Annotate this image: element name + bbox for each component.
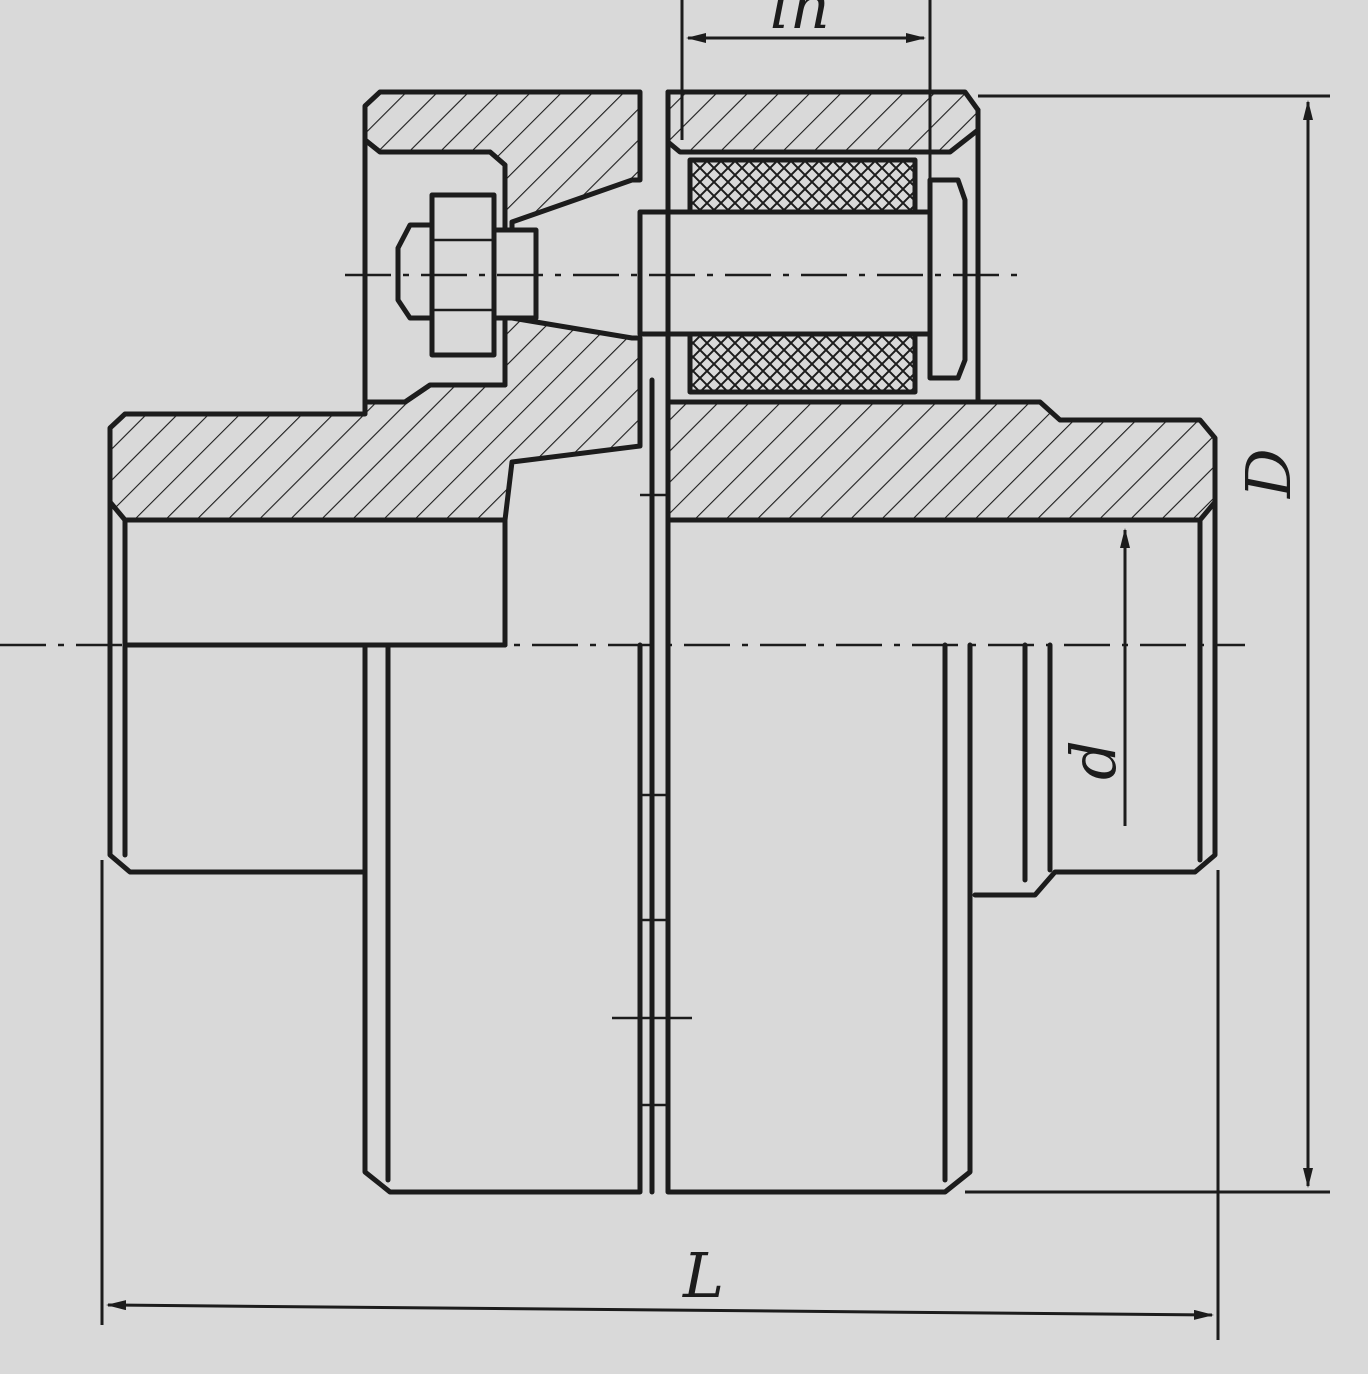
left-hub-bore xyxy=(122,517,508,648)
left-flange-lower xyxy=(362,642,643,1195)
left-half-coupling xyxy=(107,89,933,1195)
right-flange-outline xyxy=(665,89,981,405)
right-hub-outline xyxy=(972,499,1218,898)
dimension-D xyxy=(965,94,1330,1194)
bolt-end xyxy=(395,222,435,321)
bushing-washer xyxy=(927,177,968,381)
right-hub-step xyxy=(1022,642,1053,883)
pin-shank xyxy=(637,209,933,337)
gap-marks xyxy=(612,493,692,1107)
rubber-bushing-top xyxy=(687,157,918,215)
dimension-ln-label: ln xyxy=(770,0,830,43)
dimension-L xyxy=(100,860,1220,1340)
dimension-L-label: L xyxy=(682,1239,724,1312)
dimension-ln xyxy=(680,0,932,210)
rubber-bushing-bottom xyxy=(687,331,918,395)
right-half-coupling xyxy=(665,89,1218,1195)
left-hub-outline xyxy=(107,499,368,875)
right-hub-section xyxy=(665,399,1218,523)
dimension-d-label: d xyxy=(1057,740,1130,780)
right-flange-lower xyxy=(665,517,973,1195)
dimension-D-label: D xyxy=(1232,448,1305,499)
